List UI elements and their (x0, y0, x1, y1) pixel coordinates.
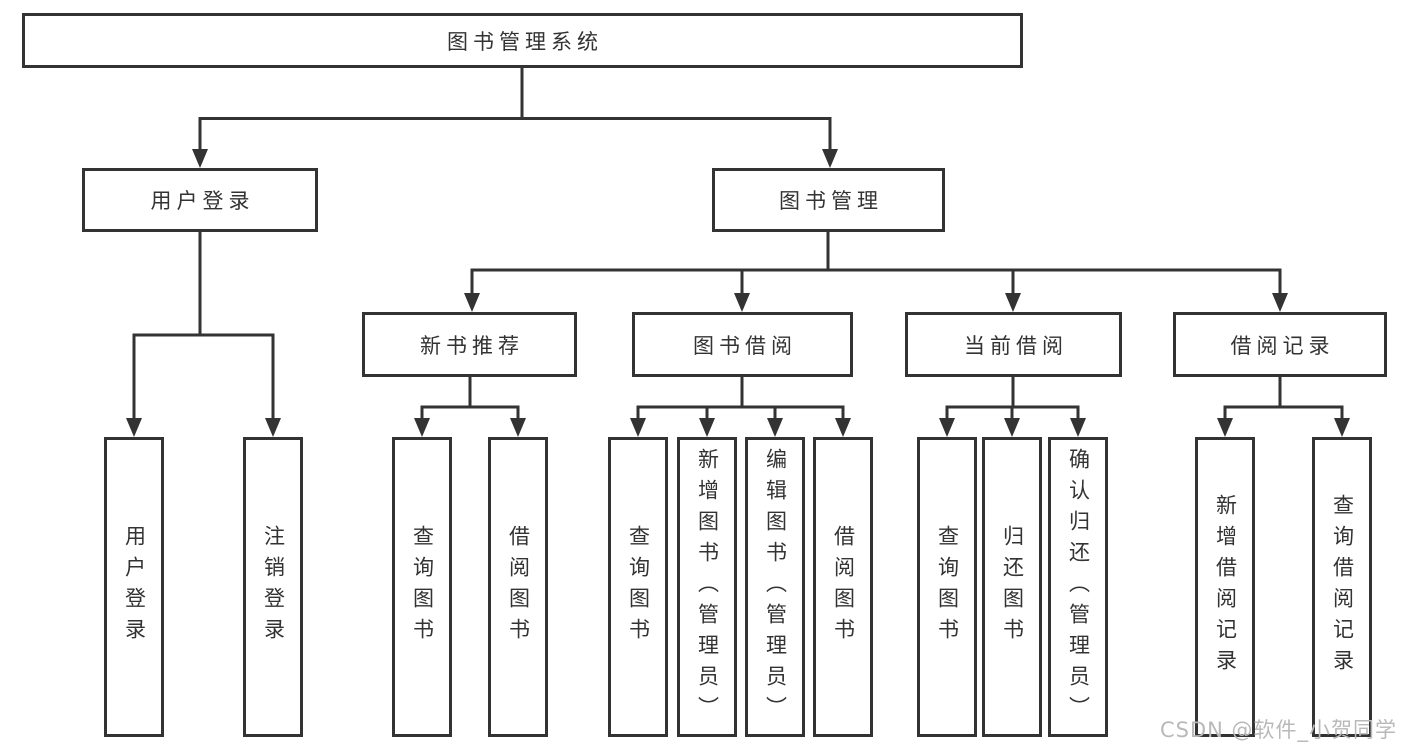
leaf-query-books-2: 查询图书 (608, 437, 668, 737)
leaf-return-book: 归还图书 (982, 437, 1042, 737)
leaf-edit-book-admin: 编辑图书（管理员） (745, 437, 805, 737)
leaf-add-book-admin: 新增图书（管理员） (677, 437, 737, 737)
node-library-management-system: 图书管理系统 (22, 13, 1023, 68)
node-book-management: 图书管理 (712, 168, 945, 232)
leaf-logout: 注销登录 (243, 437, 303, 737)
leaf-query-borrow-record: 查询借阅记录 (1312, 437, 1372, 737)
leaf-query-books-3: 查询图书 (917, 437, 977, 737)
node-current-borrowing: 当前借阅 (905, 312, 1122, 377)
leaf-add-borrow-record: 新增借阅记录 (1195, 437, 1255, 737)
csdn-watermark: CSDN @软件_小贺同学 (1160, 718, 1398, 742)
leaf-user-login: 用户登录 (104, 437, 164, 737)
node-user-login: 用户登录 (82, 168, 318, 232)
node-borrowing-records: 借阅记录 (1173, 312, 1387, 377)
leaf-borrow-books-2: 借阅图书 (813, 437, 873, 737)
node-new-book-recommendation: 新书推荐 (362, 312, 577, 377)
leaf-query-books: 查询图书 (392, 437, 452, 737)
leaf-borrow-books: 借阅图书 (488, 437, 548, 737)
node-book-borrowing: 图书借阅 (632, 312, 853, 377)
leaf-confirm-return-admin: 确认归还（管理员） (1048, 437, 1108, 737)
